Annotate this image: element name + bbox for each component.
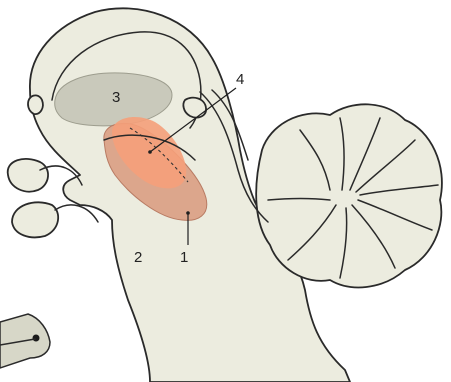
label-2: 2 bbox=[134, 249, 142, 266]
leader-1-dot bbox=[186, 211, 190, 215]
label-1: 1 bbox=[180, 249, 188, 266]
cerebellum bbox=[256, 104, 442, 287]
small-node-left bbox=[28, 95, 43, 114]
small-node-right bbox=[183, 98, 206, 118]
left-lobe-lower bbox=[12, 202, 58, 237]
label-3: 3 bbox=[112, 89, 120, 106]
left-lobe-upper bbox=[8, 159, 48, 192]
leader-4-dot bbox=[148, 150, 152, 154]
label-4: 4 bbox=[236, 71, 244, 88]
probe-tip bbox=[33, 335, 40, 342]
